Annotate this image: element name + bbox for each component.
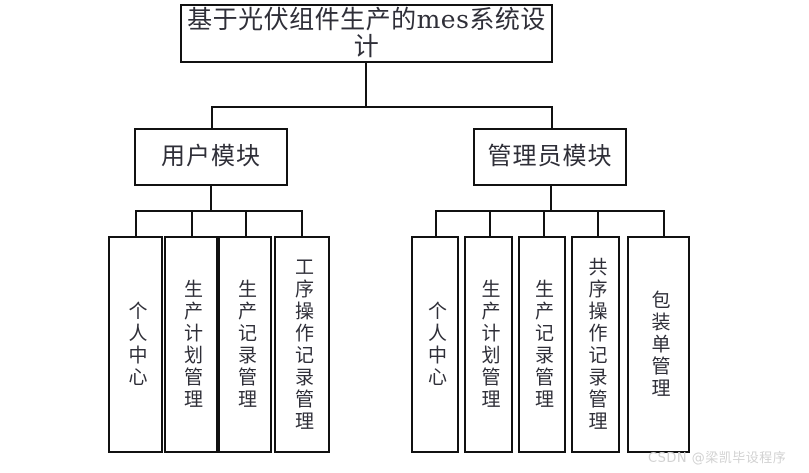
connector-user-stem	[210, 186, 212, 211]
leaf-node-user-personal-center: 个人中心	[108, 236, 163, 453]
connector-drop-user-child-3	[245, 210, 247, 236]
leaf-node-user-production-plan: 生产计划管理	[164, 236, 218, 453]
connector-drop-admin-child-3	[543, 210, 545, 236]
leaf-node-admin-process-operation-record: 共序操作记录管理	[571, 236, 620, 453]
connector-root-stem	[365, 63, 367, 107]
leaf-node-admin-packing-list: 包装单管理	[627, 236, 690, 453]
leaf-node-admin-production-plan: 生产计划管理	[464, 236, 513, 453]
connector-drop-user-child-4	[301, 210, 303, 236]
connector-level1-bus	[211, 106, 553, 108]
connector-drop-admin-child-4	[597, 210, 599, 236]
root-node-system-title: 基于光伏组件生产的mes系统设计	[180, 4, 553, 63]
connector-drop-user-child-1	[135, 210, 137, 236]
watermark-text: CSDN @梁凯毕设程序	[648, 451, 787, 466]
module-node-user: 用户模块	[134, 128, 288, 186]
connector-drop-admin-child-1	[435, 210, 437, 236]
connector-drop-user-module	[211, 106, 213, 129]
module-node-admin: 管理员模块	[473, 128, 627, 186]
connector-drop-user-child-2	[191, 210, 193, 236]
connector-admin-stem	[550, 186, 552, 211]
leaf-node-user-production-record: 生产记录管理	[218, 236, 272, 453]
leaf-node-user-process-operation-record: 工序操作记录管理	[274, 236, 330, 453]
leaf-node-admin-personal-center: 个人中心	[411, 236, 459, 453]
connector-drop-admin-child-2	[489, 210, 491, 236]
connector-drop-admin-child-5	[663, 210, 665, 236]
connector-drop-admin-module	[551, 106, 553, 129]
connector-user-bus	[135, 210, 303, 212]
leaf-node-admin-production-record: 生产记录管理	[518, 236, 566, 453]
connector-admin-bus	[435, 210, 665, 212]
